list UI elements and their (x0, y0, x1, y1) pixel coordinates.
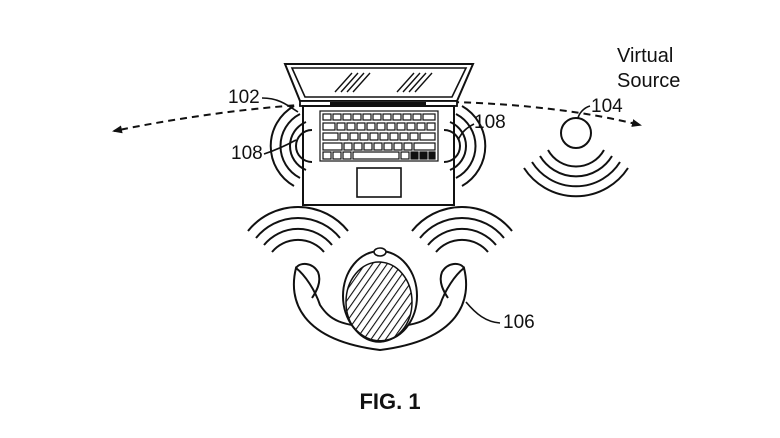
leader-106 (466, 302, 500, 323)
laptop-trackpad (357, 168, 401, 197)
virtual-source-circle (561, 118, 591, 148)
listener (248, 207, 512, 350)
label-virtual-source-line2: Source (617, 71, 680, 91)
listener-hair (346, 262, 412, 342)
virtual-source (524, 118, 628, 196)
laptop-keyboard (320, 111, 438, 161)
laptop-screen (285, 64, 473, 101)
leader-108-right (458, 124, 474, 140)
listener-right-ear-waves (412, 207, 512, 252)
reference-numeral-104: 104 (591, 97, 623, 116)
reference-numeral-102: 102 (228, 88, 260, 107)
reference-numeral-108-left: 108 (231, 144, 263, 163)
figure-caption: FIG. 1 (0, 389, 780, 415)
reference-numeral-106: 106 (503, 313, 535, 332)
listener-nose (374, 248, 386, 256)
listener-left-ear-waves (248, 207, 348, 252)
leader-104 (578, 106, 590, 118)
label-virtual-source-line1: Virtual (617, 46, 673, 66)
reference-numeral-108-right: 108 (474, 113, 506, 132)
laptop (285, 64, 473, 205)
